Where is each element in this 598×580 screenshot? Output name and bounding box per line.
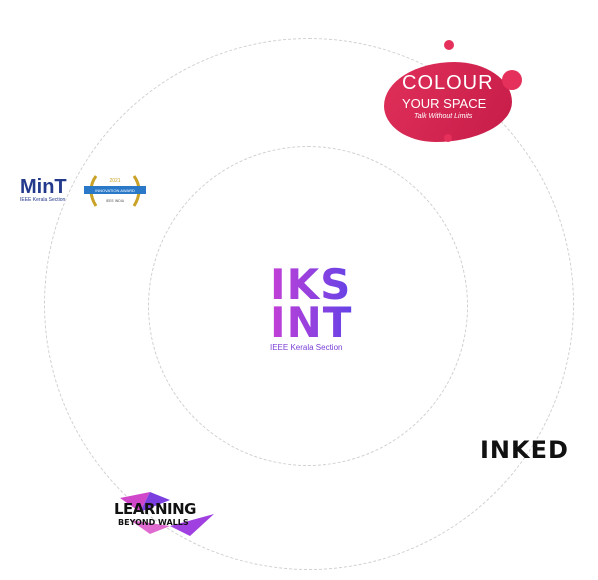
award-org: IEEE INDIA <box>106 199 125 203</box>
logo-line-2: INT <box>270 302 360 344</box>
iks-int-logo: IKS INT IEEE Kerala Section <box>270 264 360 353</box>
learning-beyond-walls-logo: LEARNING BEYOND WALLS <box>110 490 220 540</box>
logo-dot-right <box>502 70 522 90</box>
inked-logo: INKED <box>480 436 569 464</box>
inner-orbit-ring <box>148 146 468 466</box>
award-year: 2021 <box>109 178 120 184</box>
logo-line-1: IKS <box>270 264 360 306</box>
logo-blob-shape <box>384 62 512 142</box>
colour-your-space-logo: COLOUR YOUR SPACE Talk Without Limits <box>384 40 524 150</box>
logo-line-1: COLOUR <box>402 72 494 94</box>
mint-wordmark: MinT <box>20 176 67 198</box>
logo-line-2: BEYOND WALLS <box>118 518 189 527</box>
award-title: INNOVATION AWARD <box>95 188 135 193</box>
outer-orbit-ring <box>44 38 574 570</box>
logo-subtitle: IEEE Kerala Section <box>270 343 343 352</box>
logo-tagline: Talk Without Limits <box>414 113 473 120</box>
innovation-award-badge-icon: 2021 INNOVATION AWARD IEEE INDIA <box>84 175 146 207</box>
mint-logo: MinT IEEE Kerala Section 2021 INNOVATION… <box>18 172 146 212</box>
logo-dot-bottom <box>444 134 452 142</box>
logo-dot-top <box>444 40 454 50</box>
learning-shape-icon <box>120 492 214 536</box>
logo-line-2: YOUR SPACE <box>402 96 487 111</box>
mint-subtitle: IEEE Kerala Section <box>20 197 66 203</box>
logo-line-1: LEARNING <box>114 500 196 518</box>
